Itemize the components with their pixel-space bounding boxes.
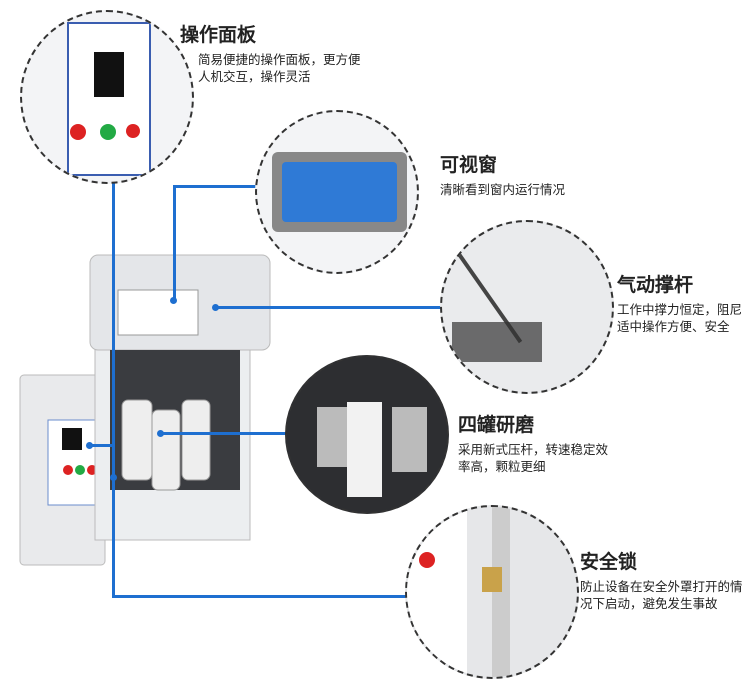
feature-desc: 简易便捷的操作面板，更方便人机交互，操作灵活 bbox=[198, 52, 361, 84]
connector-panel-vertical bbox=[112, 180, 115, 597]
window-detail-circle bbox=[255, 110, 419, 274]
lock-detail-circle bbox=[405, 505, 579, 679]
feature-title: 四罐研磨 bbox=[458, 414, 535, 436]
feature-window: 可视窗 清晰看到窗内运行情况 bbox=[440, 150, 620, 198]
feature-strut: 气动撑杆 工作中撑力恒定，阻尼适中操作方便、安全 bbox=[617, 270, 747, 335]
marker-dot bbox=[170, 297, 177, 304]
feature-title: 可视窗 bbox=[440, 154, 498, 176]
connector-window bbox=[173, 185, 176, 301]
feature-lock: 安全锁 防止设备在安全外罩打开的情况下启动，避免发生事故 bbox=[580, 547, 745, 612]
jars-detail-circle bbox=[285, 355, 449, 514]
feature-jars: 四罐研磨 采用新式压杆，转速稳定效率高，颗粒更细 bbox=[458, 410, 618, 475]
connector-window-h bbox=[173, 185, 258, 188]
connector-jars bbox=[160, 432, 286, 435]
feature-title: 安全锁 bbox=[580, 551, 638, 573]
feature-desc: 采用新式压杆，转速稳定效率高，颗粒更细 bbox=[458, 442, 609, 474]
panel-detail-circle bbox=[20, 10, 194, 184]
marker-dot bbox=[86, 442, 93, 449]
feature-desc: 工作中撑力恒定，阻尼适中操作方便、安全 bbox=[617, 302, 743, 334]
feature-desc: 清晰看到窗内运行情况 bbox=[440, 182, 566, 197]
feature-title: 气动撑杆 bbox=[617, 274, 694, 296]
connector-lock-horizontal bbox=[112, 595, 407, 598]
marker-dot bbox=[212, 304, 219, 311]
connector-panel-stub bbox=[90, 444, 114, 447]
feature-desc: 防止设备在安全外罩打开的情况下启动，避免发生事故 bbox=[580, 579, 743, 611]
marker-dot bbox=[110, 474, 117, 481]
feature-title: 操作面板 bbox=[180, 24, 257, 46]
marker-dot bbox=[157, 430, 164, 437]
feature-panel: 操作面板 简易便捷的操作面板，更方便人机交互，操作灵活 bbox=[180, 20, 410, 85]
strut-detail-circle bbox=[440, 220, 614, 394]
connector-strut bbox=[215, 306, 441, 309]
